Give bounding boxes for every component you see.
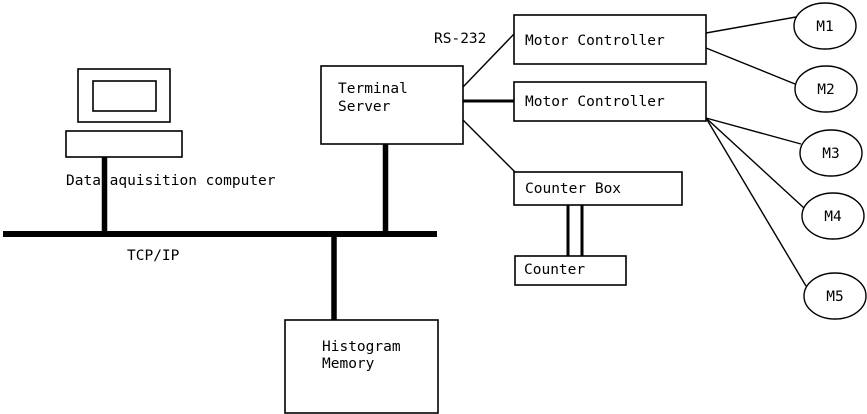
m2-label: M2: [817, 82, 834, 98]
motor-controller-2-to-m5-link: [705, 117, 807, 287]
motor-node-m4: M4: [801, 192, 865, 240]
m5-ellipse: [803, 272, 867, 320]
motor-node-m5: M5: [803, 272, 867, 320]
data-acquisition-computer: [65, 68, 183, 158]
histogram-memory-label-line2: Memory: [322, 356, 375, 372]
terminal-server-box: [320, 65, 464, 145]
m2-ellipse: [794, 65, 858, 113]
counter-box: [514, 255, 627, 286]
motor-controller-1-to-m2-link: [705, 47, 796, 85]
m4-ellipse: [801, 192, 865, 240]
histogram-memory-label-line1: Histogram: [322, 339, 401, 355]
counter-label: Counter: [524, 262, 585, 278]
m3-label: M3: [822, 146, 839, 162]
motor-controller-2-box: [513, 81, 707, 122]
m4-label: M4: [824, 209, 842, 225]
m1-ellipse: [793, 2, 857, 50]
m3-ellipse: [799, 129, 863, 177]
motor-controller-1-to-m1-link: [705, 16, 797, 34]
data-acquisition-computer-label: Data aquisition computer: [66, 173, 276, 189]
motor-controller-1-label: Motor Controller: [525, 33, 665, 49]
tcpip-label: TCP/IP: [127, 248, 180, 264]
m5-label: M5: [826, 289, 843, 305]
motor-controller-1-box: [513, 14, 707, 65]
terminal-server-to-counter-box-link: [462, 119, 517, 174]
m1-label: M1: [816, 19, 833, 35]
terminal-server-label-line1: Terminal: [338, 81, 408, 97]
terminal-server-to-motor-controller-1-link: [462, 33, 515, 88]
counter-box-box: [513, 171, 683, 206]
rs232-label: RS-232: [434, 31, 486, 47]
monitor-screen-shape: [92, 80, 157, 112]
motor-node-m3: M3: [799, 129, 863, 177]
terminal-server-label-line2: Server: [338, 99, 391, 115]
histogram-memory-box: [284, 319, 439, 414]
motor-controller-2-label: Motor Controller: [525, 94, 665, 110]
computer-base-shape: [65, 130, 183, 158]
motor-controller-2-to-m3-link: [705, 117, 802, 145]
motor-node-m2: M2: [794, 65, 858, 113]
motor-controller-2-to-m4-link: [705, 117, 805, 209]
counter-box-label: Counter Box: [525, 181, 621, 197]
motor-node-m1: M1: [793, 2, 857, 50]
